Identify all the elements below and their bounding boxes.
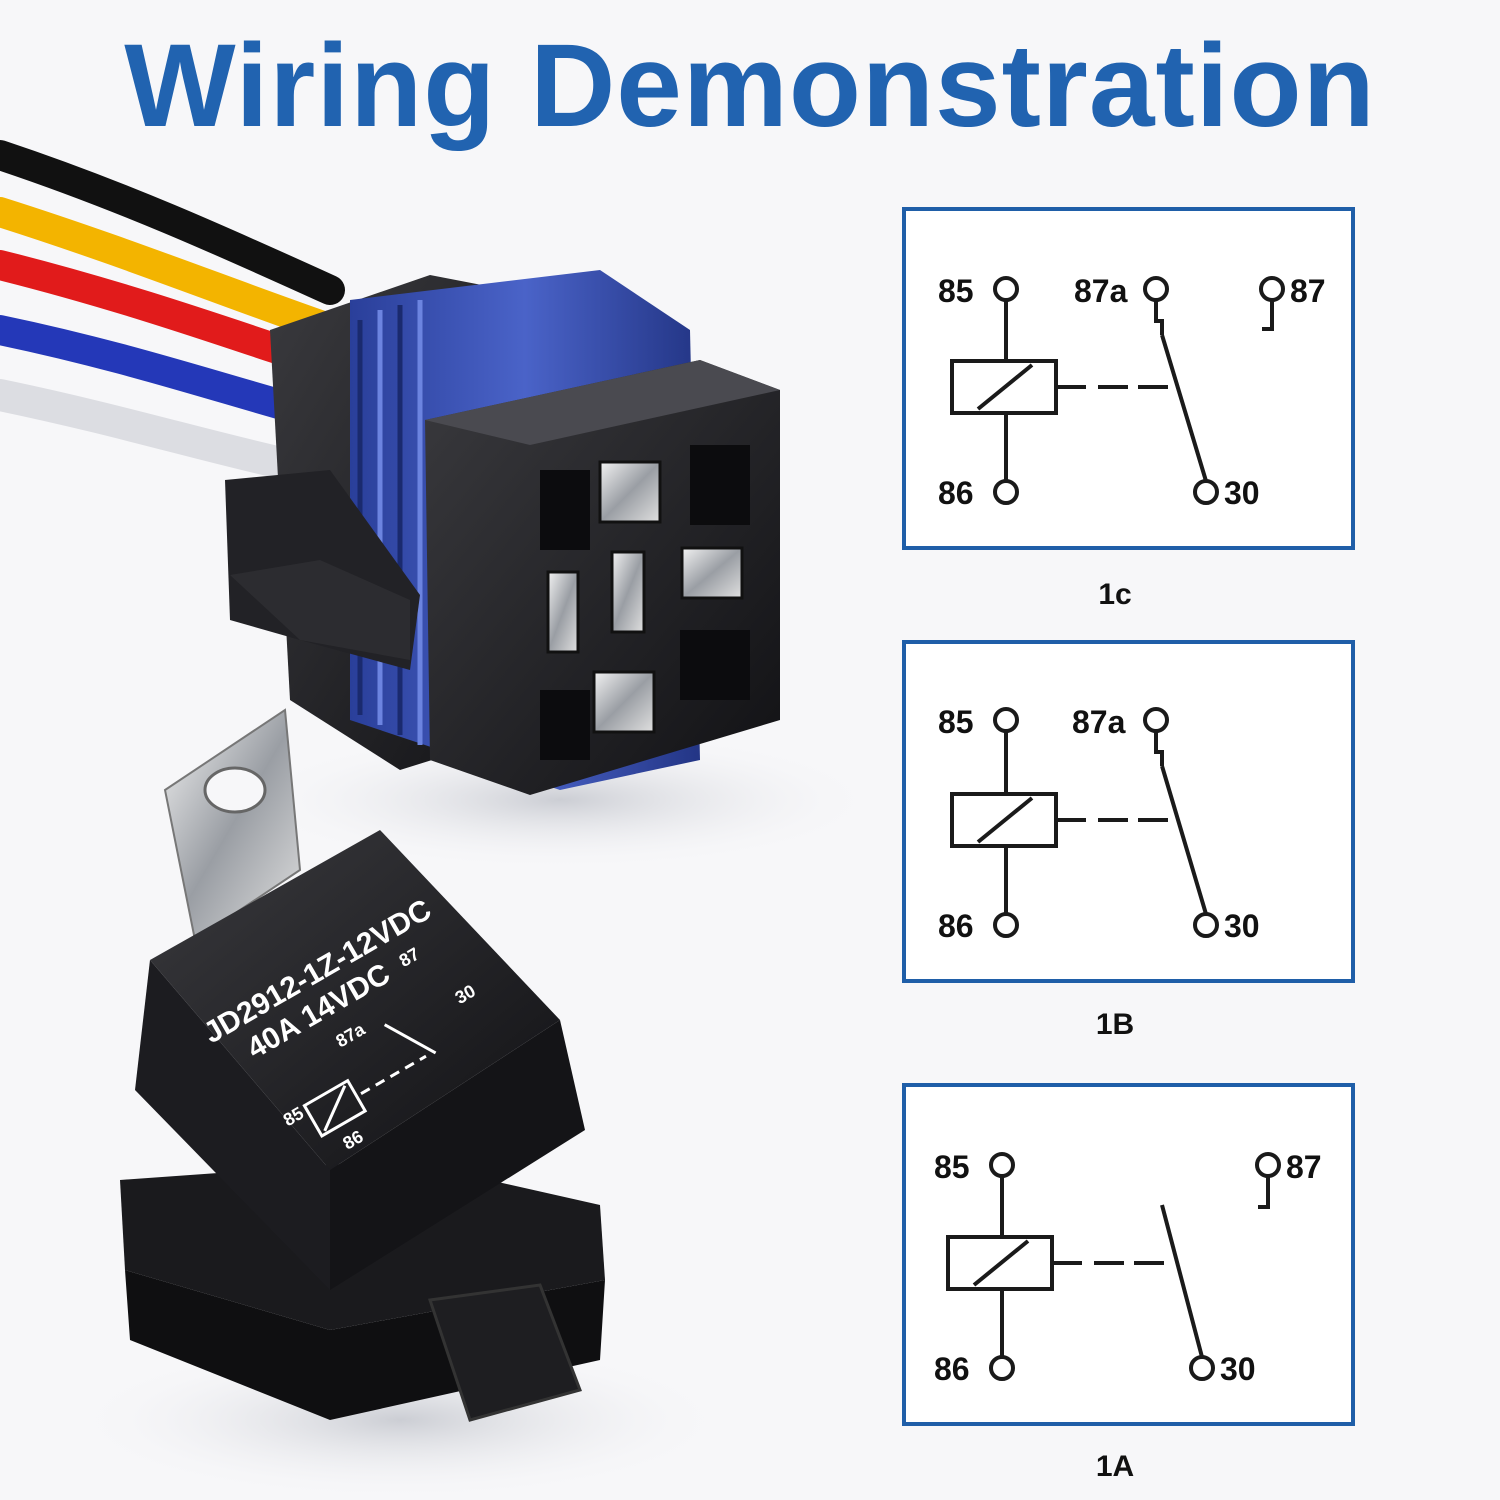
caption-1c: 1c <box>1098 578 1132 611</box>
wire-black <box>0 140 345 305</box>
wire-blue <box>0 315 315 425</box>
wire-yellow <box>0 197 335 340</box>
node-85 <box>993 707 1019 733</box>
caption-1a: 1A <box>1095 1450 1135 1483</box>
terminal-30: 30 <box>1224 908 1260 944</box>
relay-face-schematic <box>302 1023 437 1138</box>
page-title: Wiring Demonstration <box>124 20 1376 152</box>
node-86 <box>993 912 1019 938</box>
switch-arm <box>1160 334 1208 482</box>
node-87a <box>1143 707 1169 733</box>
schematic-1b <box>950 707 1219 938</box>
socket-terminals <box>546 460 744 734</box>
node-86 <box>993 479 1019 505</box>
relay-diagram-1a: 85 86 87 30 <box>902 1083 1355 1426</box>
relay-product-illustration: JD2912-1Z-12VDC 40A 14VDC 87a 87 30 85 8… <box>0 140 880 1500</box>
schematic-1a <box>946 1152 1281 1381</box>
switch-arm <box>1160 765 1208 915</box>
terminal-86: 86 <box>938 908 974 944</box>
relay-diagram-1c: 85 86 87a 87 30 <box>902 207 1355 550</box>
node-87 <box>1255 1152 1281 1178</box>
switch-arm <box>1160 1204 1204 1358</box>
node-30 <box>1189 1355 1215 1381</box>
node-87a <box>1143 276 1169 302</box>
relay-diagram-1b: 85 86 87a 30 <box>902 640 1355 983</box>
wire-harness-socket <box>225 270 780 795</box>
caption-1b: 1B <box>1095 1008 1135 1041</box>
wire-white <box>0 379 306 481</box>
terminal-87: 87 <box>1290 273 1326 309</box>
terminal-86: 86 <box>934 1351 970 1387</box>
terminal-30: 30 <box>1224 475 1260 511</box>
node-86 <box>989 1355 1015 1381</box>
relay-mount-tab <box>428 1283 582 1422</box>
node-87 <box>1259 276 1285 302</box>
node-85 <box>993 276 1019 302</box>
node-85 <box>989 1152 1015 1178</box>
terminal-85: 85 <box>938 704 974 740</box>
terminal-30: 30 <box>1220 1351 1256 1387</box>
terminal-85: 85 <box>934 1149 970 1185</box>
terminal-87: 87 <box>1286 1149 1322 1185</box>
node-30 <box>1193 912 1219 938</box>
node-30 <box>1193 479 1219 505</box>
terminal-87a: 87a <box>1074 273 1128 309</box>
terminal-85: 85 <box>938 273 974 309</box>
terminal-87a: 87a <box>1072 704 1126 740</box>
terminal-86: 86 <box>938 475 974 511</box>
schematic-1c <box>950 276 1285 505</box>
automotive-relay: JD2912-1Z-12VDC 40A 14VDC 87a 87 30 85 8… <box>120 708 605 1422</box>
bracket-hole <box>203 766 267 814</box>
